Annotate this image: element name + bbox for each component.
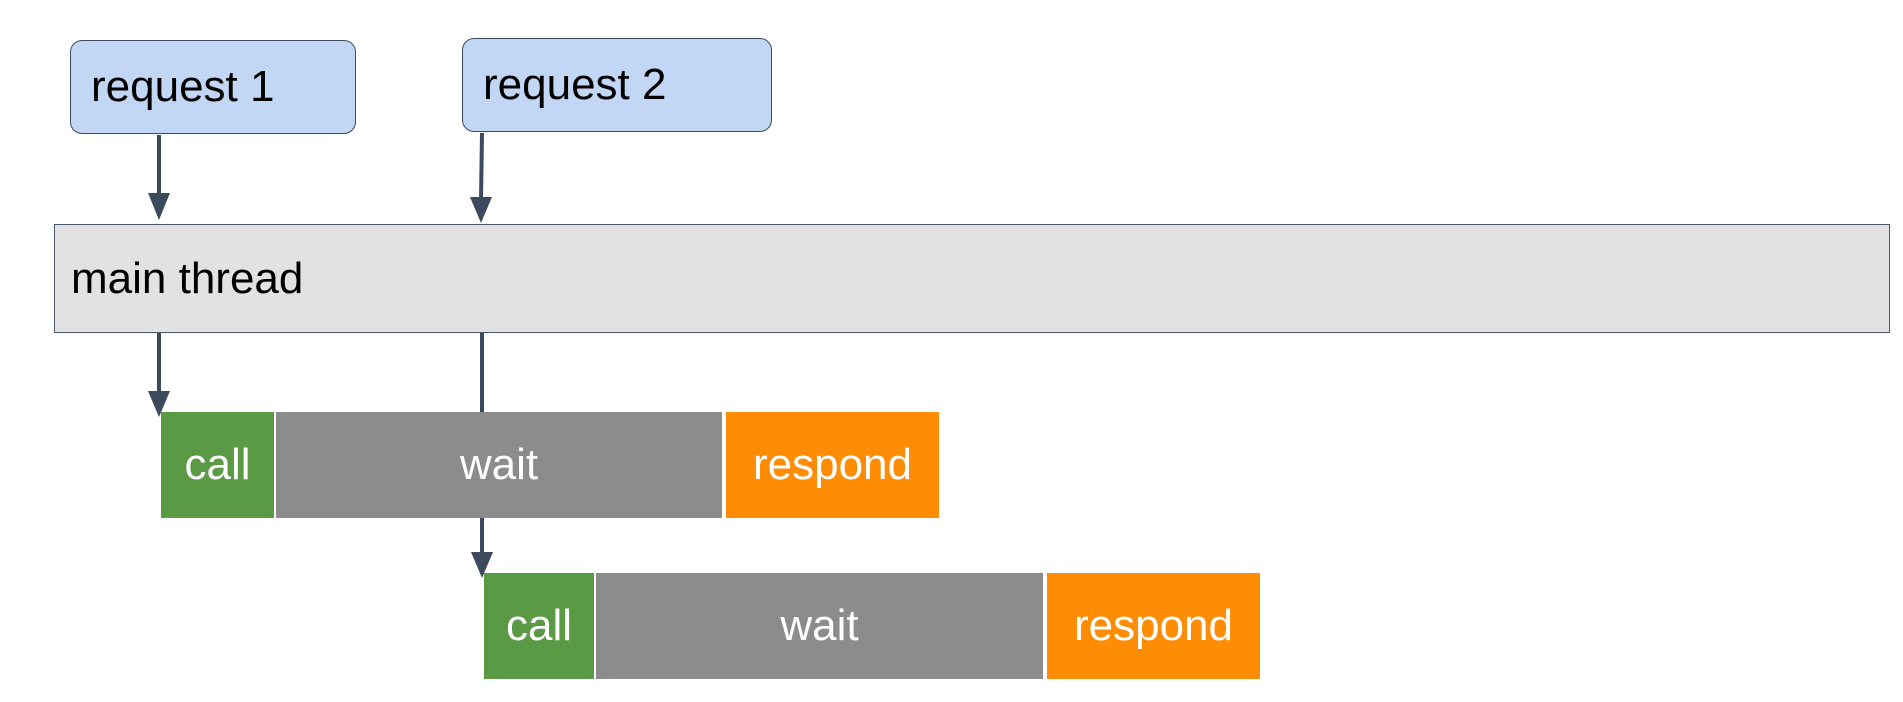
call-segment-2: call <box>484 573 594 679</box>
call-segment-1: call <box>161 412 274 518</box>
arrow-request-2-to-main <box>470 132 492 223</box>
wait-segment-1: wait <box>276 412 722 518</box>
call-label-1: call <box>184 440 251 489</box>
arrow-request-1-to-main <box>148 135 170 220</box>
wait-label-1: wait <box>459 440 539 489</box>
wait-segment-2: wait <box>596 573 1043 679</box>
respond-label-2: respond <box>1073 601 1233 650</box>
main-thread-bar: main thread <box>54 224 1890 333</box>
respond-segment-1: respond <box>726 412 939 518</box>
request-2-box: request 2 <box>462 38 772 132</box>
main-thread-label: main thread <box>71 253 304 303</box>
respond-segment-2: respond <box>1047 573 1260 679</box>
respond-label-1: respond <box>752 440 912 489</box>
wait-label-2: wait <box>780 601 859 650</box>
request-1-label: request 1 <box>91 62 275 111</box>
arrow-main-to-call-1 <box>148 333 170 417</box>
request-1-box: request 1 <box>70 40 356 134</box>
request-2-label: request 2 <box>483 60 667 109</box>
call-label-2: call <box>505 601 573 650</box>
